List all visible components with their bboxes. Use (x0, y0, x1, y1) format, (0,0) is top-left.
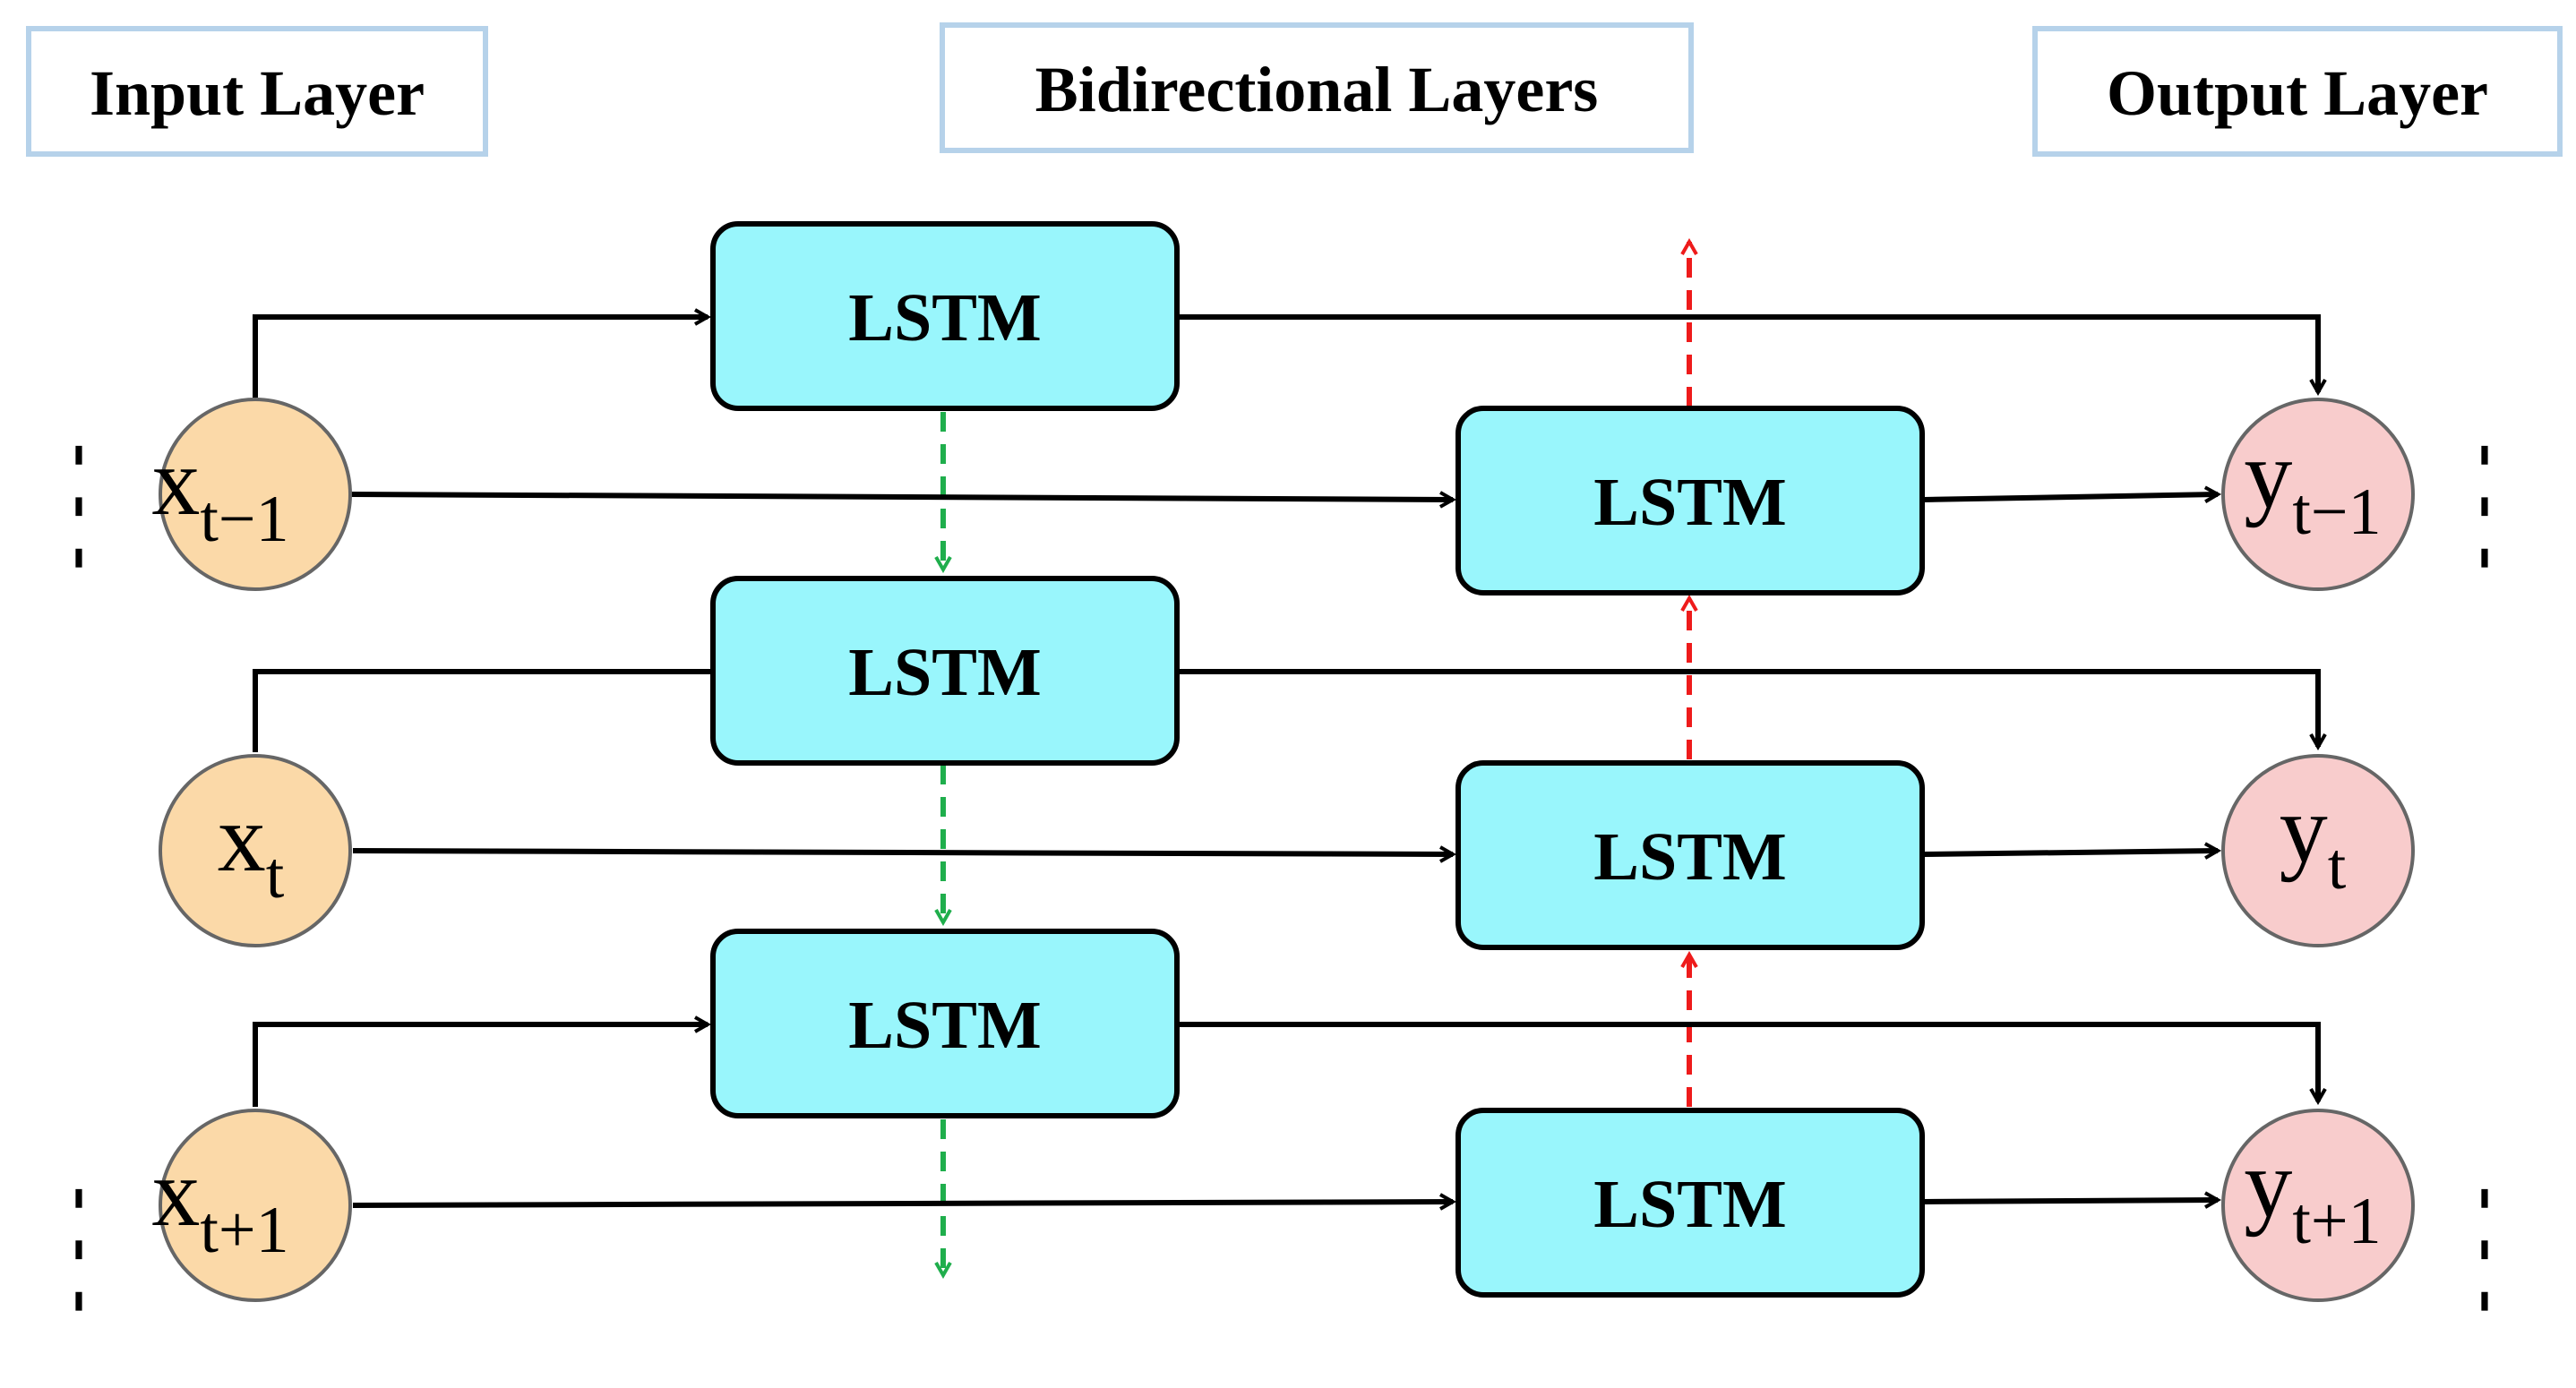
forward-lstm-cell: LSTM (710, 221, 1180, 411)
continuation-dots-bottom-left: ⋮ (47, 1162, 110, 1330)
backward-lstm-cell: LSTM (1455, 760, 1925, 950)
header-bidirectional-layers: Bidirectional Layers (940, 22, 1694, 153)
header-input-layer: Input Layer (26, 26, 488, 157)
backward-lstm-to-output-connector (1923, 851, 2218, 854)
output-node-symbol: y (2244, 1131, 2292, 1238)
svg-text:yt+1: yt+1 (2244, 1131, 2381, 1258)
connectors (253, 314, 2318, 1205)
input-to-forward-lstm-connector (253, 1024, 708, 1107)
output-node-symbol: y (2280, 776, 2328, 883)
output-node: yt−1 (2221, 398, 2415, 591)
output-node: yt+1 (2221, 1109, 2415, 1302)
svg-text:yt: yt (2280, 776, 2347, 904)
output-node-subscript: t−1 (2292, 476, 2381, 549)
forward-lstm-to-output-connector (1177, 314, 2318, 392)
lstm-label: LSTM (848, 635, 1041, 710)
input-node-symbol: x (218, 785, 266, 892)
continuation-dots-top-right: ⋮ (2453, 419, 2516, 587)
backward-lstm-to-output-connector (1923, 1200, 2218, 1202)
input-node: xt (159, 754, 352, 947)
header-output-layer: Output Layer (2032, 26, 2563, 157)
header-bidirectional-label: Bidirectional Layers (1035, 54, 1599, 125)
input-node: xt+1 (151, 1109, 352, 1302)
forward-lstm-to-output-connector (1177, 1022, 2318, 1101)
input-to-backward-lstm-connector (350, 494, 1453, 500)
backward-lstm-cell: LSTM (1455, 406, 1925, 595)
continuation-dots-bottom-right: ⋮ (2453, 1162, 2516, 1330)
output-node: yt (2221, 754, 2415, 947)
output-node-symbol: y (2244, 422, 2292, 528)
backward-lstm-cell: LSTM (1455, 1108, 1925, 1298)
backward-lstm-to-output-connector (1923, 494, 2218, 500)
forward-lstm-cell: LSTM (710, 929, 1180, 1118)
input-node-symbol: x (151, 429, 200, 535)
header-output-label: Output Layer (2107, 57, 2488, 129)
input-node-subscript: t+1 (200, 1194, 288, 1267)
header-input-label: Input Layer (90, 57, 425, 129)
svg-text:xt+1: xt+1 (151, 1140, 288, 1267)
input-node: xt−1 (151, 398, 352, 591)
lstm-label: LSTM (1593, 465, 1786, 540)
continuation-dots-top-left: ⋮ (47, 419, 110, 587)
output-node-subscript: t (2328, 830, 2347, 904)
input-to-backward-lstm-connector (352, 1202, 1453, 1205)
input-node-subscript: t−1 (200, 483, 288, 556)
svg-text:yt−1: yt−1 (2244, 422, 2381, 549)
input-to-forward-lstm-connector (253, 317, 708, 398)
lstm-label: LSTM (848, 988, 1041, 1063)
svg-text:xt: xt (218, 785, 285, 912)
input-node-subscript: t (266, 839, 285, 912)
input-to-forward-lstm-connector (253, 669, 711, 752)
lstm-label: LSTM (1593, 819, 1786, 895)
input-to-backward-lstm-connector (352, 851, 1453, 854)
svg-text:xt−1: xt−1 (151, 429, 288, 556)
lstm-label: LSTM (1593, 1167, 1786, 1242)
forward-lstm-cell: LSTM (710, 576, 1180, 766)
output-node-subscript: t+1 (2292, 1185, 2381, 1258)
forward-lstm-to-output-connector (1177, 669, 2318, 747)
input-node-symbol: x (151, 1140, 200, 1247)
lstm-label: LSTM (848, 280, 1041, 356)
